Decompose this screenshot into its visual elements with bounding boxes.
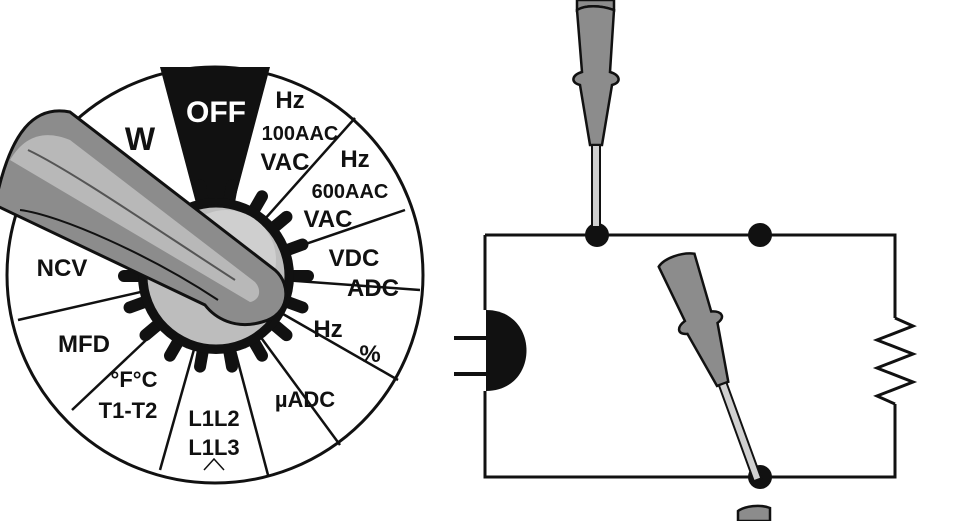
label-percent[interactable]: % [359,341,380,368]
label-100aac[interactable]: 100AAC [262,123,339,145]
wire-loop [483,233,897,479]
dial-labels: OFF Hz 100AAC VAC Hz 600AAC VAC VDC ADC … [37,87,399,460]
plug-body [486,310,527,391]
probe-top-tip [591,144,601,228]
knob-handle[interactable] [0,109,288,327]
label-600aac[interactable]: 600AAC [312,181,389,203]
node-top-right[interactable] [748,223,772,247]
probe-bottom-handle [736,504,772,521]
label-hz-2[interactable]: Hz [340,146,369,173]
probe-diagonal-tip [717,381,763,483]
label-off[interactable]: OFF [186,96,246,129]
node-top-left[interactable] [585,223,609,247]
label-temp[interactable]: °F°C [111,367,158,392]
resistor [872,316,918,406]
probe-diagonal-body [657,252,730,388]
label-hz-1[interactable]: Hz [275,87,304,114]
off-sector [160,67,270,275]
label-uadc[interactable]: µADC [275,387,335,412]
label-ncv[interactable]: NCV [37,255,88,282]
handle-shine [10,135,260,302]
probe-diagonal[interactable] [655,248,779,488]
probe-top-body [572,5,620,147]
label-mfd[interactable]: MFD [58,331,110,358]
label-hz-3[interactable]: Hz [313,316,342,343]
label-vdc[interactable]: VDC [329,245,380,272]
label-vac-2[interactable]: VAC [304,206,353,233]
probe-bottom[interactable] [736,504,772,521]
label-watts[interactable]: W [125,121,156,157]
label-t1t2[interactable]: T1-T2 [99,398,158,423]
label-l1l3[interactable]: L1L3 [188,435,239,460]
handle-groove-2 [27,149,236,281]
label-vac-1[interactable]: VAC [261,149,310,176]
plug [454,310,527,391]
label-adc[interactable]: ADC [347,275,399,302]
pointer-mark [203,457,225,471]
label-l1l2[interactable]: L1L2 [188,406,239,431]
probe-top[interactable] [572,0,620,228]
handle-groove [19,209,219,301]
rotary-dial: OFF Hz 100AAC VAC Hz 600AAC VAC VDC ADC … [0,65,425,485]
